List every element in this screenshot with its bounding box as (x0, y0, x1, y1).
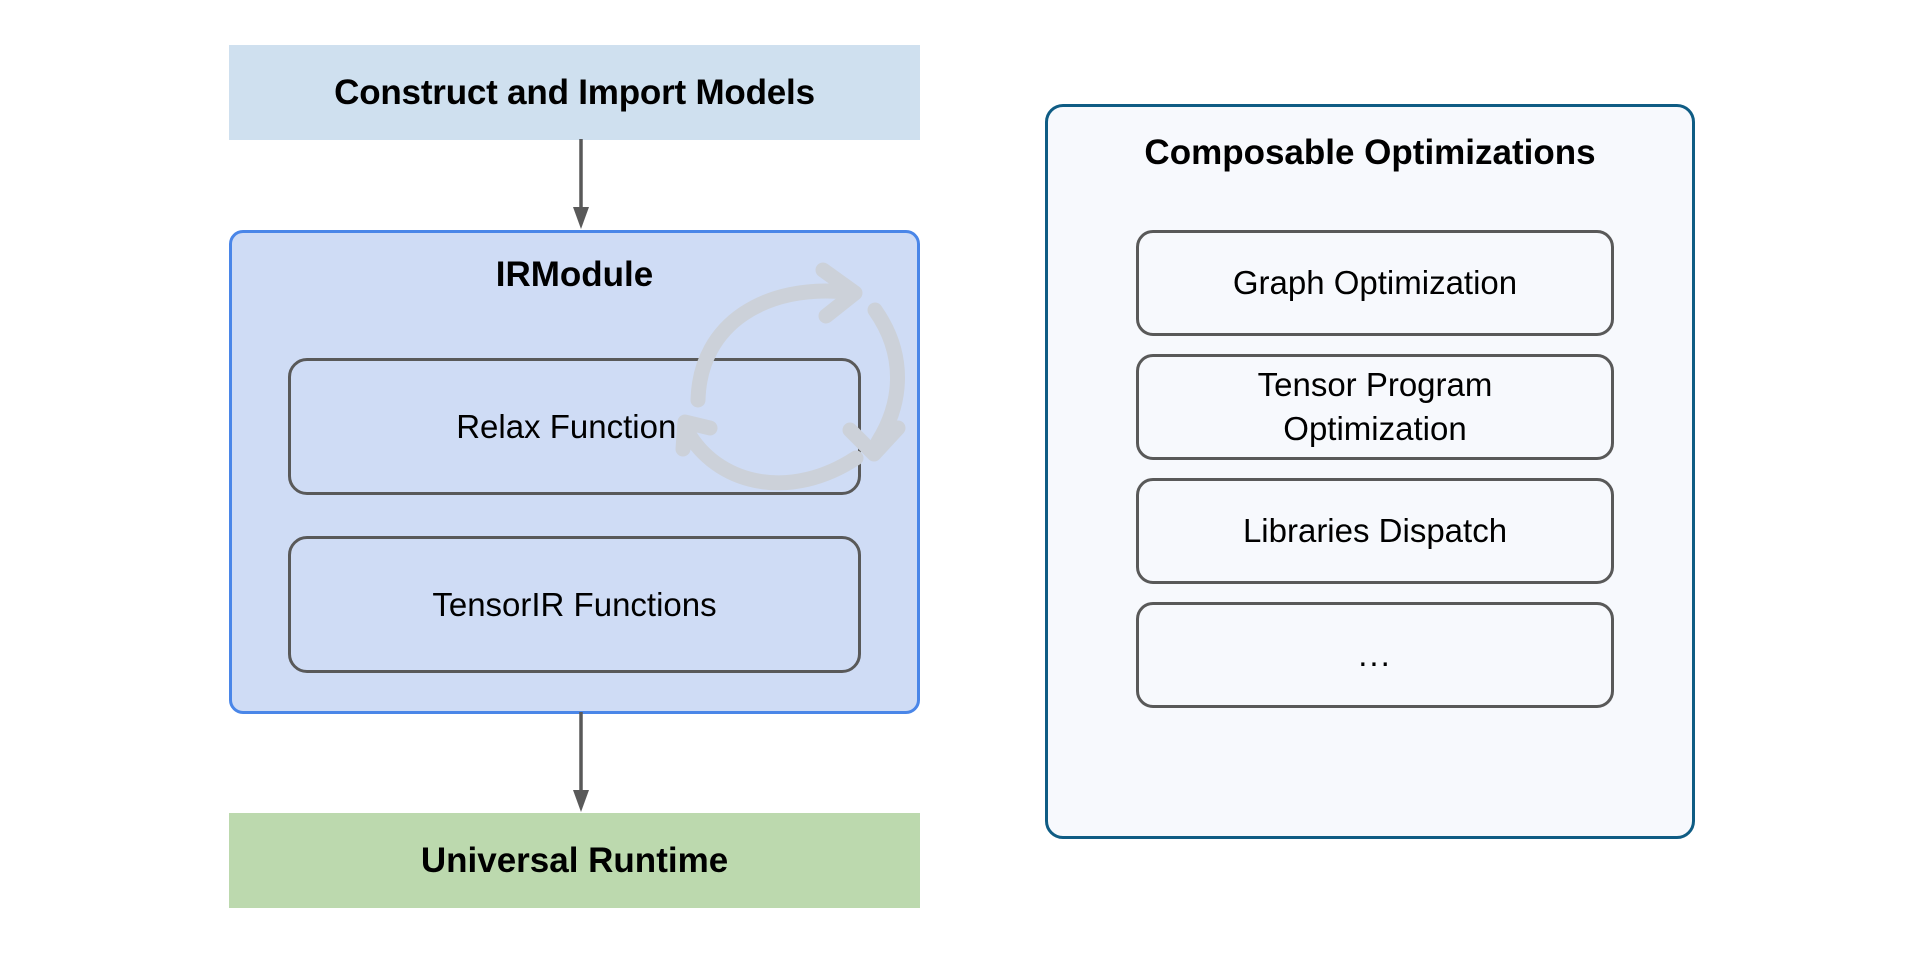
irmodule-title: IRModule (495, 255, 654, 294)
composable-optimizations-title: Composable Optimizations (1144, 133, 1596, 172)
optimization-item-more-label: ... (1358, 636, 1392, 674)
universal-runtime-label: Universal Runtime (420, 840, 729, 880)
runtime-arrow (569, 712, 593, 819)
optimization-item-more: ... (1136, 602, 1614, 708)
optimization-item-graph: Graph Optimization (1136, 230, 1614, 336)
import-arrow-icon (573, 139, 589, 229)
optimization-item-libraries-dispatch-label: Libraries Dispatch (1242, 512, 1508, 550)
universal-runtime-banner: Universal Runtime (229, 813, 920, 908)
import-arrow (569, 139, 593, 236)
tensorir-functions-box: TensorIR Functions (288, 536, 861, 673)
optimization-item-tensor-program-label: Tensor Program Optimization (1257, 366, 1493, 447)
optimization-item-libraries-dispatch: Libraries Dispatch (1136, 478, 1614, 584)
runtime-arrow-icon (573, 712, 589, 812)
optimization-item-tensor-program: Tensor Program Optimization (1136, 354, 1614, 460)
optimization-item-graph-label: Graph Optimization (1232, 264, 1518, 302)
construct-import-models-banner: Construct and Import Models (229, 45, 920, 140)
optimization-items-list: Graph Optimization Tensor Program Optimi… (1136, 230, 1614, 726)
construct-import-models-label: Construct and Import Models (334, 72, 815, 112)
relax-functions-box: Relax Functions (288, 358, 861, 495)
irmodule-panel: IRModule Relax Functions TensorIR Functi… (229, 230, 920, 714)
relax-functions-label: Relax Functions (456, 407, 693, 445)
composable-optimizations-panel: Composable Optimizations Graph Optimizat… (1045, 104, 1695, 839)
tensorir-functions-label: TensorIR Functions (432, 585, 717, 623)
